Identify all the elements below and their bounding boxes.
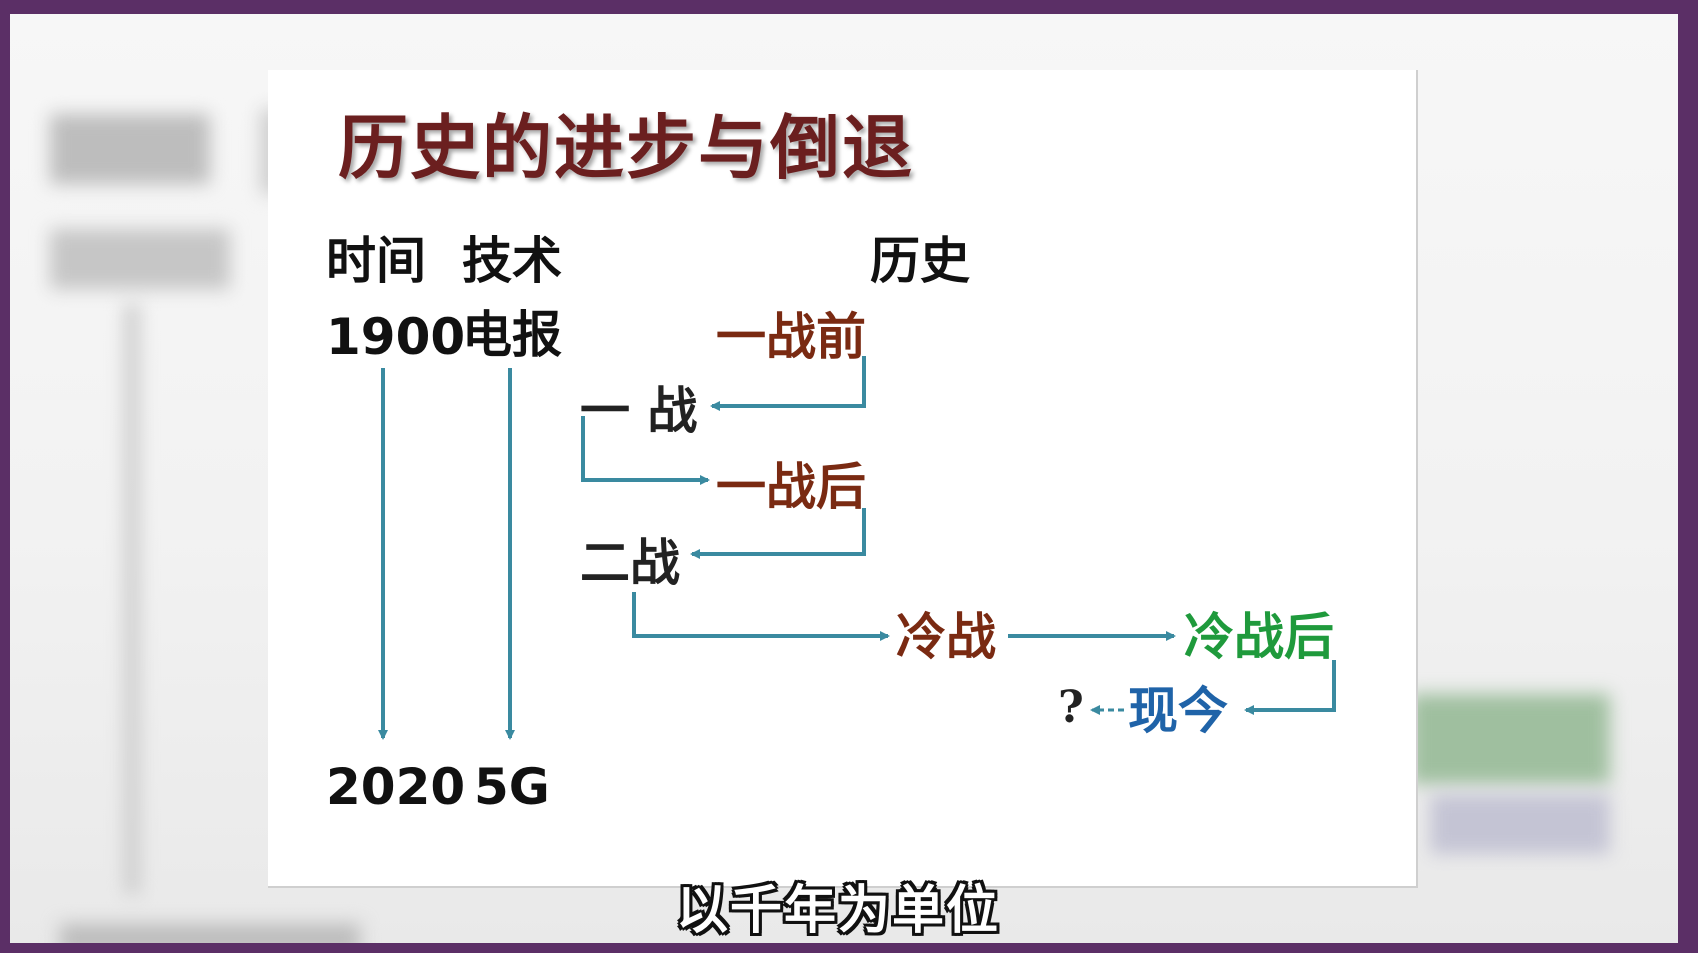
blurred-background: [50, 229, 230, 289]
node-cold-war: 冷战: [896, 607, 996, 666]
node-question: ?: [1058, 682, 1084, 733]
time-start: 1900: [326, 308, 466, 366]
node-post-ww1: 一战后: [716, 457, 866, 516]
tech-end: 5G: [474, 758, 550, 816]
node-ww1: 一 战: [580, 382, 698, 440]
time-end: 2020: [326, 758, 466, 816]
arrow-ww2-to-coldwar: [632, 592, 890, 641]
blurred-background: [1410, 694, 1610, 784]
arrow-post-to-ww2: [690, 508, 866, 559]
node-present: 现今: [1128, 681, 1228, 740]
tech-start: 电报: [462, 306, 562, 364]
arrow-ww1-to-post: [581, 416, 710, 485]
slide-title: 历史的进步与倒退: [338, 106, 914, 189]
slide-panel: [268, 70, 1418, 888]
header-time: 时间: [326, 232, 426, 290]
header-history: 历史: [870, 232, 970, 290]
blurred-background: [1430, 794, 1610, 854]
arrow-pre-to-ww1: [710, 356, 866, 411]
header-tech: 技术: [462, 232, 562, 290]
blurred-background: [60, 924, 360, 943]
blurred-background: [50, 114, 210, 184]
node-ww2: 二战: [580, 534, 680, 592]
arrow-post-to-present: [1244, 660, 1336, 715]
video-subtitle: 以千年为单位: [676, 881, 1001, 941]
blurred-background: [125, 304, 139, 894]
node-pre-ww1: 一战前: [716, 307, 866, 366]
node-post-cold-war: 冷战后: [1184, 607, 1334, 666]
